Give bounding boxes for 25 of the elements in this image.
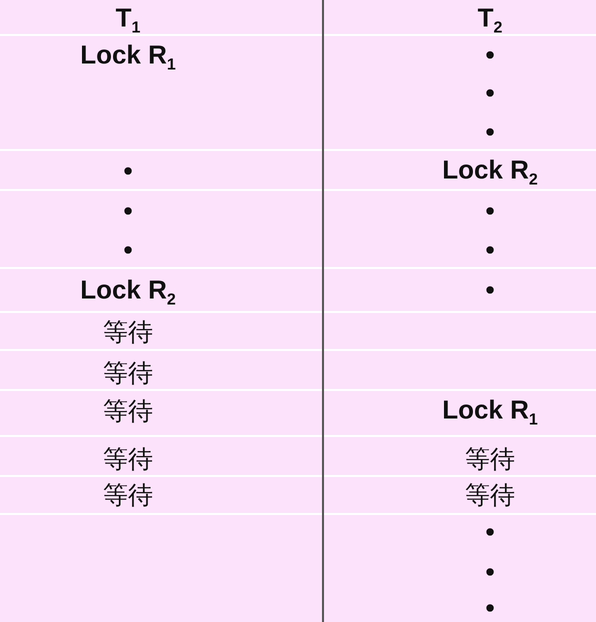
ellipsis-dot: • — [485, 196, 495, 226]
operation-text: Lock R$_{1}$ — [80, 39, 176, 75]
wait-text: 等待 — [103, 358, 153, 390]
ellipsis-dot: • — [485, 592, 495, 622]
wait-text: 等待 — [103, 444, 153, 476]
ellipsis-dot: • — [485, 40, 495, 70]
ellipsis-dot: • — [485, 116, 495, 148]
column-heading: T$_{1}$ — [116, 2, 140, 38]
operation-text: Lock R$_{2}$ — [80, 274, 176, 310]
column-heading: T$_{2}$ — [478, 2, 502, 38]
ellipsis-dot: • — [485, 274, 495, 306]
ellipsis-dot: • — [123, 196, 133, 226]
wait-text: 等待 — [465, 444, 515, 476]
wait-text: 等待 — [103, 316, 153, 348]
ellipsis-dot: • — [485, 78, 495, 108]
operation-text: Lock R$_{1}$ — [442, 394, 538, 430]
ellipsis-dot: • — [123, 156, 133, 186]
wait-text: 等待 — [103, 480, 153, 512]
wait-text: 等待 — [103, 396, 153, 428]
ellipsis-dot: • — [485, 516, 495, 548]
operation-text: Lock R$_{2}$ — [442, 154, 538, 190]
ellipsis-dot: • — [485, 556, 495, 588]
ellipsis-dot: • — [123, 234, 133, 266]
ellipsis-dot: • — [485, 234, 495, 266]
wait-text: 等待 — [465, 480, 515, 512]
